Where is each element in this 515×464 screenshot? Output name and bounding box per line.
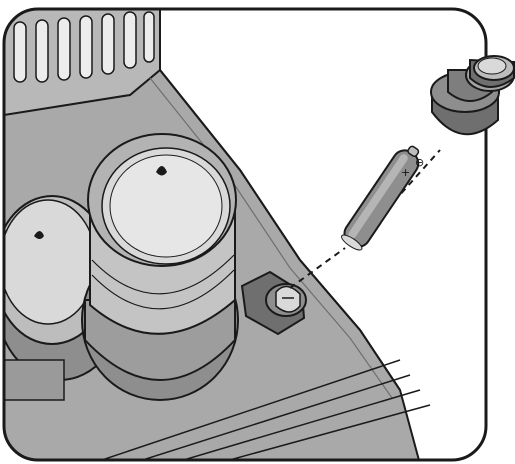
right-control-knob bbox=[82, 134, 238, 400]
battery-plus-label: + bbox=[401, 166, 410, 179]
igniter-cap bbox=[431, 56, 514, 134]
aa-battery bbox=[339, 141, 427, 253]
battery-minus-label: ⊖ bbox=[415, 156, 424, 169]
